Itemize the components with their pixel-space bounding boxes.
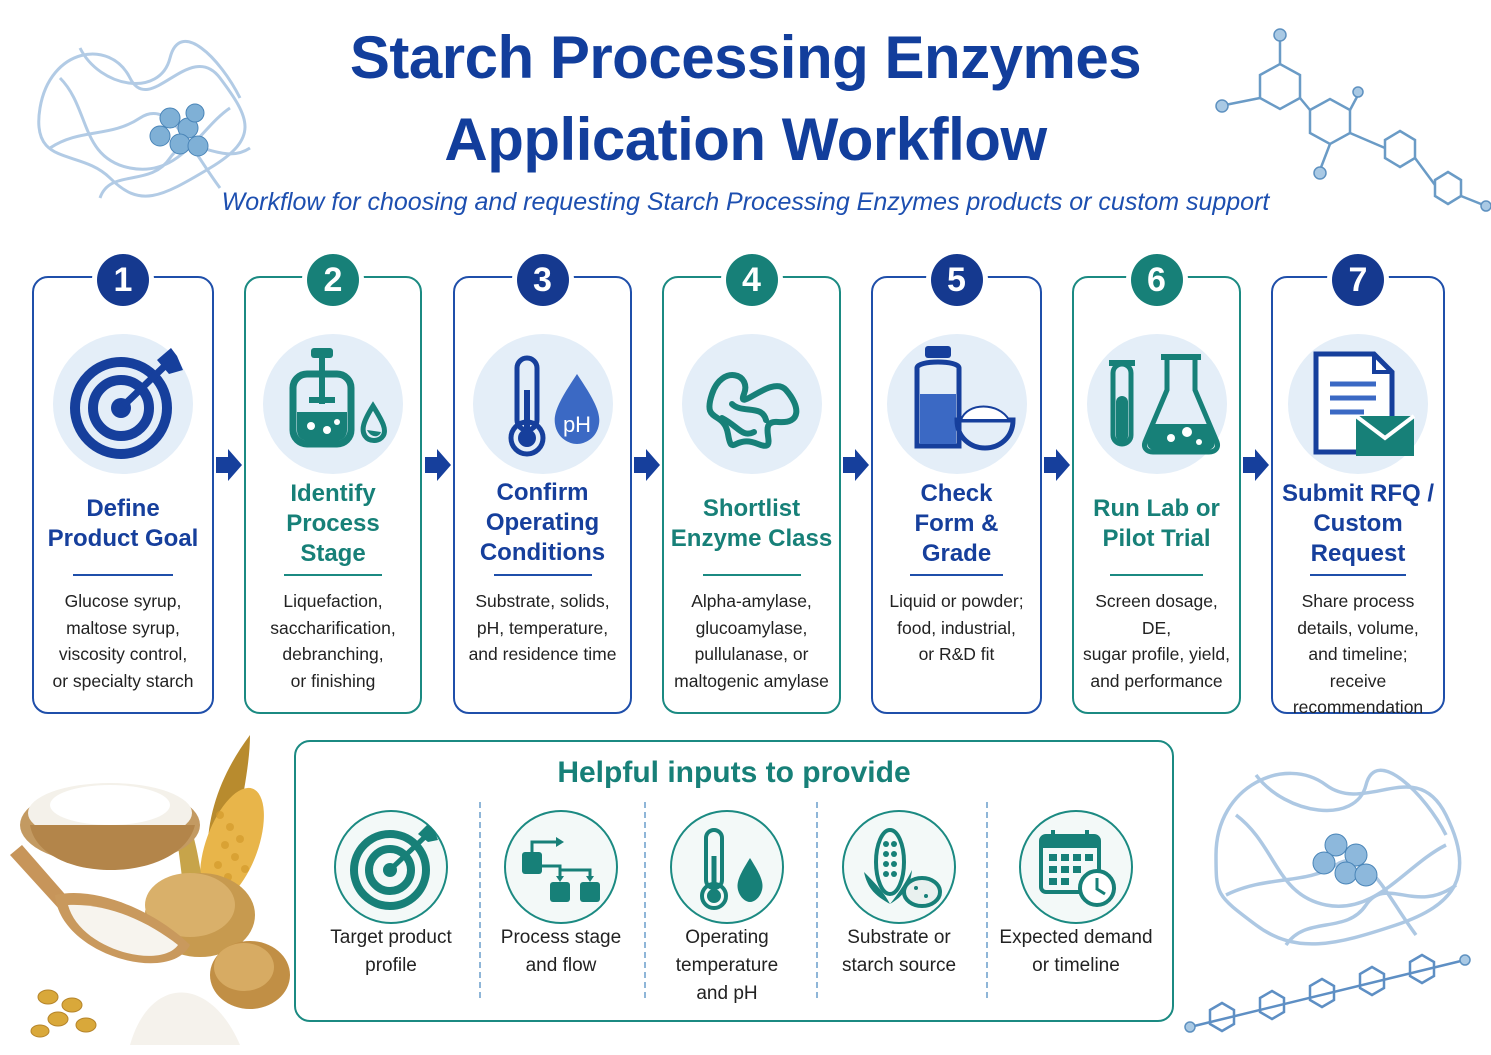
svg-text:pH: pH [562, 412, 590, 437]
input-label: Operating temperature and pH [675, 927, 779, 1004]
lab-glassware-icon [1086, 334, 1227, 474]
arrow-right-icon [634, 449, 660, 481]
step-title: Check Form & Grade [914, 480, 999, 567]
divider [702, 574, 801, 576]
step-description: Liquid or powder; food, industrial, or R… [889, 591, 1024, 664]
step-card-7: 7 Submit RFQ / Custom Request Share proc… [1271, 254, 1445, 717]
input-item-demand-timeline: Expected demand or timeline [991, 804, 1161, 1014]
divider [986, 802, 988, 998]
input-label: Expected demand or timeline [999, 927, 1153, 976]
arrow-right-icon [1044, 449, 1070, 481]
starch-corn-potato-illustration [10, 735, 290, 1045]
arrow-right-icon [216, 449, 242, 481]
step-title: Confirm Operating Conditions [479, 479, 606, 566]
input-label: Target product profile [330, 927, 452, 976]
step-description: Alpha-amylase, glucoamylase, pullulanase… [674, 591, 829, 691]
divider [73, 574, 173, 576]
step-number-badge: 4 [725, 254, 778, 306]
reactor-tank-icon [263, 334, 403, 474]
divider [644, 802, 646, 998]
target-icon [334, 810, 448, 924]
divider [1310, 574, 1406, 576]
input-item-process-stage: Process stage and flow [476, 804, 646, 1014]
step-number-badge: 3 [516, 254, 569, 306]
protein-structure-illustration-top-left [37, 40, 251, 199]
divider [479, 802, 481, 998]
step-number-badge: 6 [1130, 254, 1183, 306]
step-card-6: 6 Run Lab or Pilot Trial Screen dosage, … [1072, 254, 1241, 714]
divider [1110, 574, 1203, 576]
protein-ribbon-icon [681, 334, 822, 474]
divider [909, 574, 1004, 576]
step-title: Define Product Goal [47, 495, 199, 552]
input-label: Substrate or starch source [841, 927, 957, 976]
arrow-right-icon [843, 449, 869, 481]
subtitle: Workflow for choosing and requesting Sta… [221, 188, 1270, 216]
title-line-2: Application Workflow [444, 106, 1047, 173]
divider [284, 574, 382, 576]
input-item-substrate-source: Substrate or starch source [814, 804, 984, 1014]
step-title: Shortlist Enzyme Class [670, 495, 833, 552]
step-description: Liquefaction, saccharification, debranch… [270, 591, 396, 691]
thermometer-drop-icon [670, 810, 784, 924]
step-title: Identify Process Stage [286, 480, 380, 567]
input-item-operating-conditions: Operating temperature and pH [642, 804, 812, 1014]
step-number-badge: 7 [1332, 254, 1384, 306]
step-description: Substrate, solids, pH, temperature, and … [468, 591, 617, 664]
calendar-clock-icon [1019, 810, 1133, 924]
divider [493, 574, 592, 576]
bottle-powder-icon [886, 334, 1027, 474]
step-card-4: 4 Shortlist Enzyme Class Alpha-amylase, … [662, 254, 841, 714]
protein-structure-illustration-bottom-right [1214, 768, 1462, 947]
molecule-chain-illustration-bottom-right [1184, 953, 1471, 1033]
arrow-right-icon [425, 449, 451, 481]
flow-diagram-icon [504, 810, 618, 924]
target-icon [53, 334, 193, 474]
step-title: Run Lab or Pilot Trial [1093, 495, 1220, 552]
title-line-1: Starch Processing Enzymes [349, 24, 1142, 91]
step-card-1: 1 Define Product Goal Glucose syrup, mal… [32, 254, 214, 714]
step-description: Share process details, volume, and timel… [1292, 591, 1424, 717]
step-description: Screen dosage, DE, sugar profile, yield,… [1083, 591, 1230, 691]
thermometer-ph-icon: pH [472, 334, 613, 474]
step-description: Glucose syrup, maltose syrup, viscosity … [52, 591, 194, 691]
arrow-right-icon [1243, 449, 1269, 481]
helpful-inputs-panel: Helpful inputs to provide Target product… [294, 740, 1174, 1022]
input-item-target-product-profile: Target product profile [306, 804, 476, 1014]
step-number-badge: 1 [97, 254, 149, 306]
helpful-inputs-title: Helpful inputs to provide [557, 756, 911, 789]
molecule-chain-illustration-top-right [1215, 28, 1491, 212]
step-card-3: 3 pH Confirm Operating Conditions Substr… [453, 254, 632, 714]
divider [816, 802, 818, 998]
input-label: Process stage and flow [500, 927, 622, 976]
step-title: Submit RFQ / Custom Request [1282, 480, 1434, 567]
corn-potato-icon [842, 810, 956, 924]
step-number-badge: 2 [307, 254, 359, 306]
step-card-5: 5 Check Form & Grade Liquid or powder; f… [871, 254, 1042, 714]
step-card-2: 2 Identify Process Stage Liquefaction, s… [244, 254, 422, 714]
step-number-badge: 5 [930, 254, 983, 306]
document-envelope-icon [1288, 334, 1428, 474]
